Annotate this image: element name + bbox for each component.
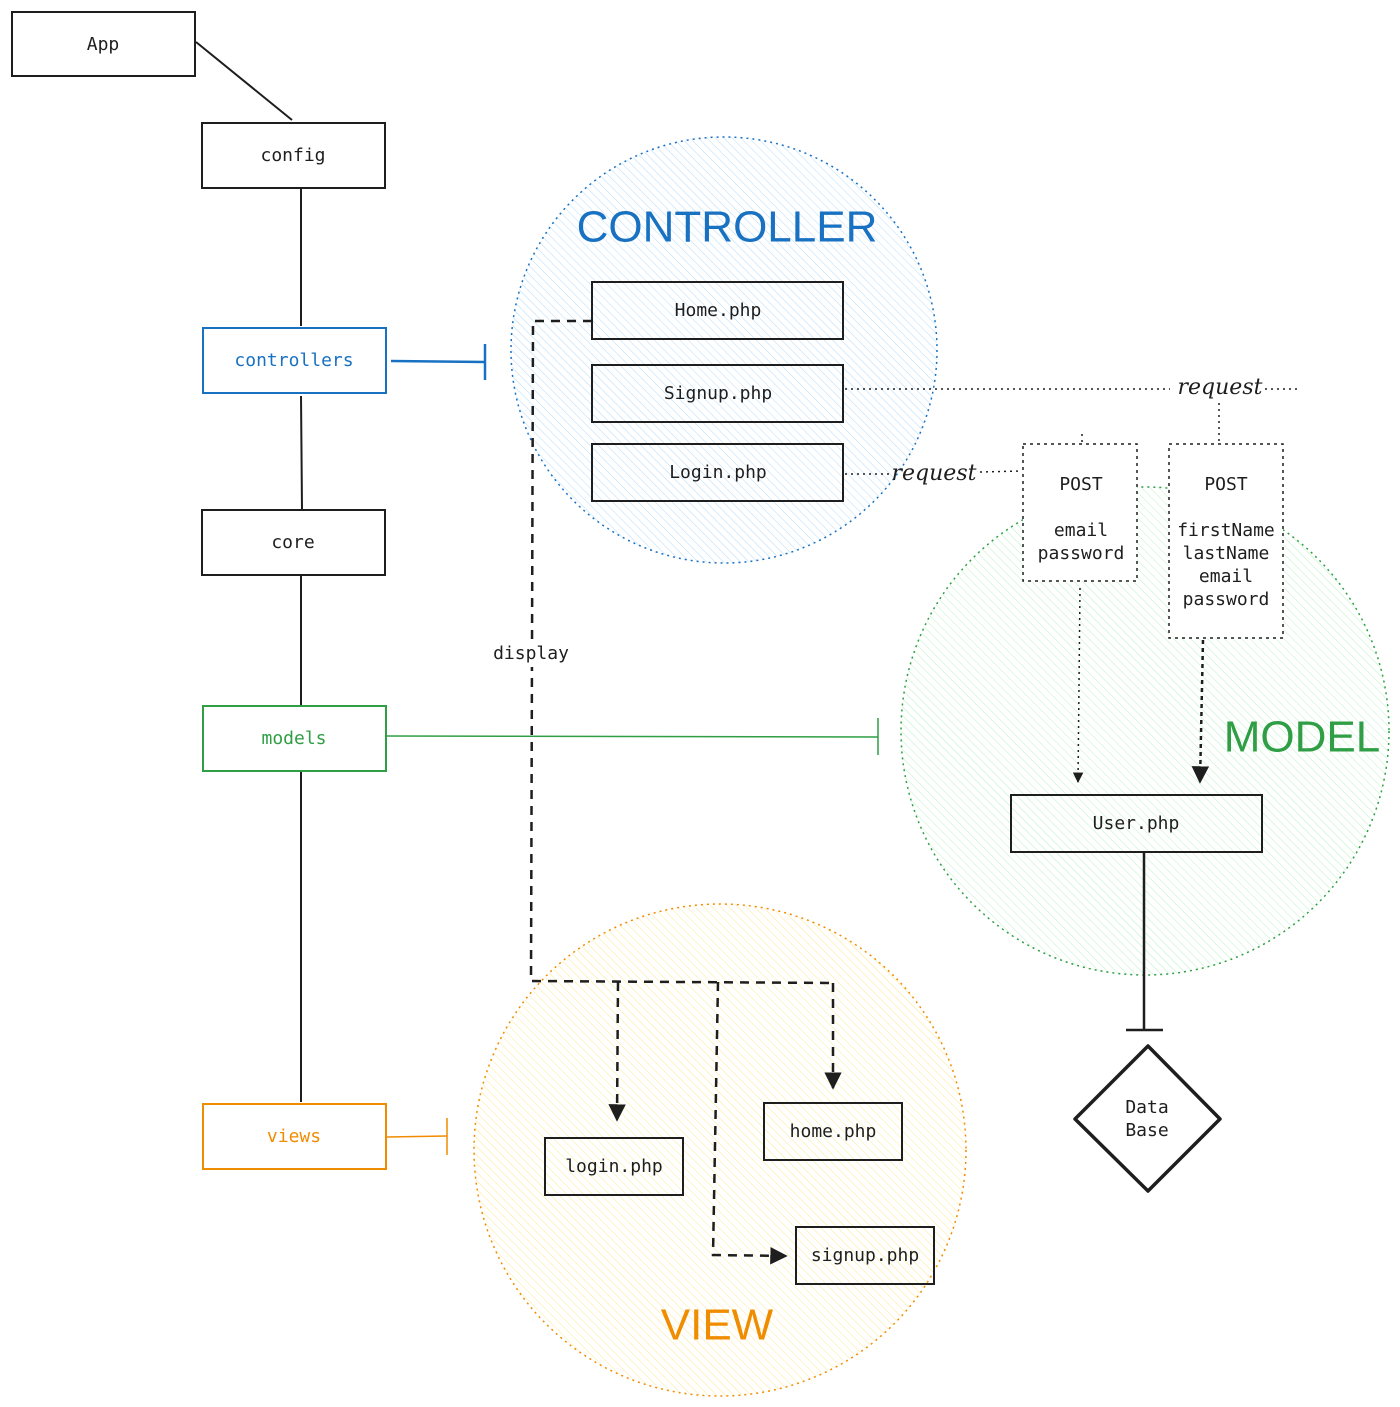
login-controller-file[interactable]: Login.php (591, 443, 844, 502)
controllers-node[interactable]: controllers (202, 327, 387, 394)
login-post-box: POST email password (1022, 443, 1138, 582)
tree-connectors (195, 41, 303, 1102)
database-node[interactable]: Data Base (1073, 1044, 1222, 1193)
home-controller-file[interactable]: Home.php (591, 281, 844, 340)
signup-post-box: POST firstName lastName email password (1168, 443, 1284, 639)
database-label-line1: Data (1125, 1097, 1168, 1118)
models-node[interactable]: models (202, 705, 387, 772)
views-label: views (267, 1126, 321, 1147)
signup-post-method: POST (1204, 474, 1248, 495)
signup-post-field: password (1183, 589, 1270, 610)
display-label: display (493, 643, 569, 664)
config-node[interactable]: config (201, 122, 386, 189)
signup-request-path (845, 388, 1300, 443)
login-post-method: POST (1059, 474, 1103, 495)
app-label: App (87, 34, 120, 55)
user-model-file[interactable]: User.php (1010, 794, 1263, 853)
signup-post-field: firstName (1177, 520, 1275, 541)
view-title: VIEW (661, 1301, 774, 1350)
home-view-file[interactable]: home.php (763, 1102, 903, 1161)
home-controller-label: Home.php (675, 300, 762, 321)
signup-controller-label: Signup.php (664, 383, 772, 404)
post-to-user-arrows (1072, 587, 1210, 784)
signup-request-label: request (1178, 375, 1263, 400)
config-label: config (260, 145, 325, 166)
signup-post-field: email (1199, 566, 1253, 587)
database-label-line2: Base (1125, 1120, 1168, 1141)
login-view-file[interactable]: login.php (544, 1137, 684, 1196)
signup-controller-file[interactable]: Signup.php (591, 364, 844, 423)
app-node[interactable]: App (11, 11, 196, 77)
login-request-path (845, 434, 1083, 475)
home-view-label: home.php (790, 1121, 877, 1142)
login-view-label: login.php (565, 1156, 663, 1177)
user-model-label: User.php (1093, 813, 1180, 834)
display-label-bg (488, 641, 574, 667)
models-label: models (261, 728, 326, 749)
views-node[interactable]: views (202, 1103, 387, 1170)
signup-view-label: signup.php (811, 1245, 919, 1266)
views-link (386, 1118, 448, 1155)
signup-view-file[interactable]: signup.php (795, 1226, 935, 1285)
controller-circle: CONTROLLER (510, 136, 938, 564)
view-circle: VIEW (473, 903, 967, 1397)
controllers-label: controllers (234, 350, 353, 371)
controller-title: CONTROLLER (577, 203, 878, 252)
controllers-link (390, 344, 487, 380)
login-post-field: password (1038, 543, 1125, 564)
models-link (386, 718, 879, 755)
signup-post-field: lastName (1183, 543, 1270, 564)
login-controller-label: Login.php (669, 462, 767, 483)
user-to-database-link (1126, 853, 1163, 1032)
model-title: MODEL (1224, 713, 1380, 762)
core-node[interactable]: core (201, 509, 386, 576)
login-post-field: email (1054, 520, 1108, 541)
core-label: core (271, 532, 314, 553)
login-request-label: request (892, 461, 977, 486)
